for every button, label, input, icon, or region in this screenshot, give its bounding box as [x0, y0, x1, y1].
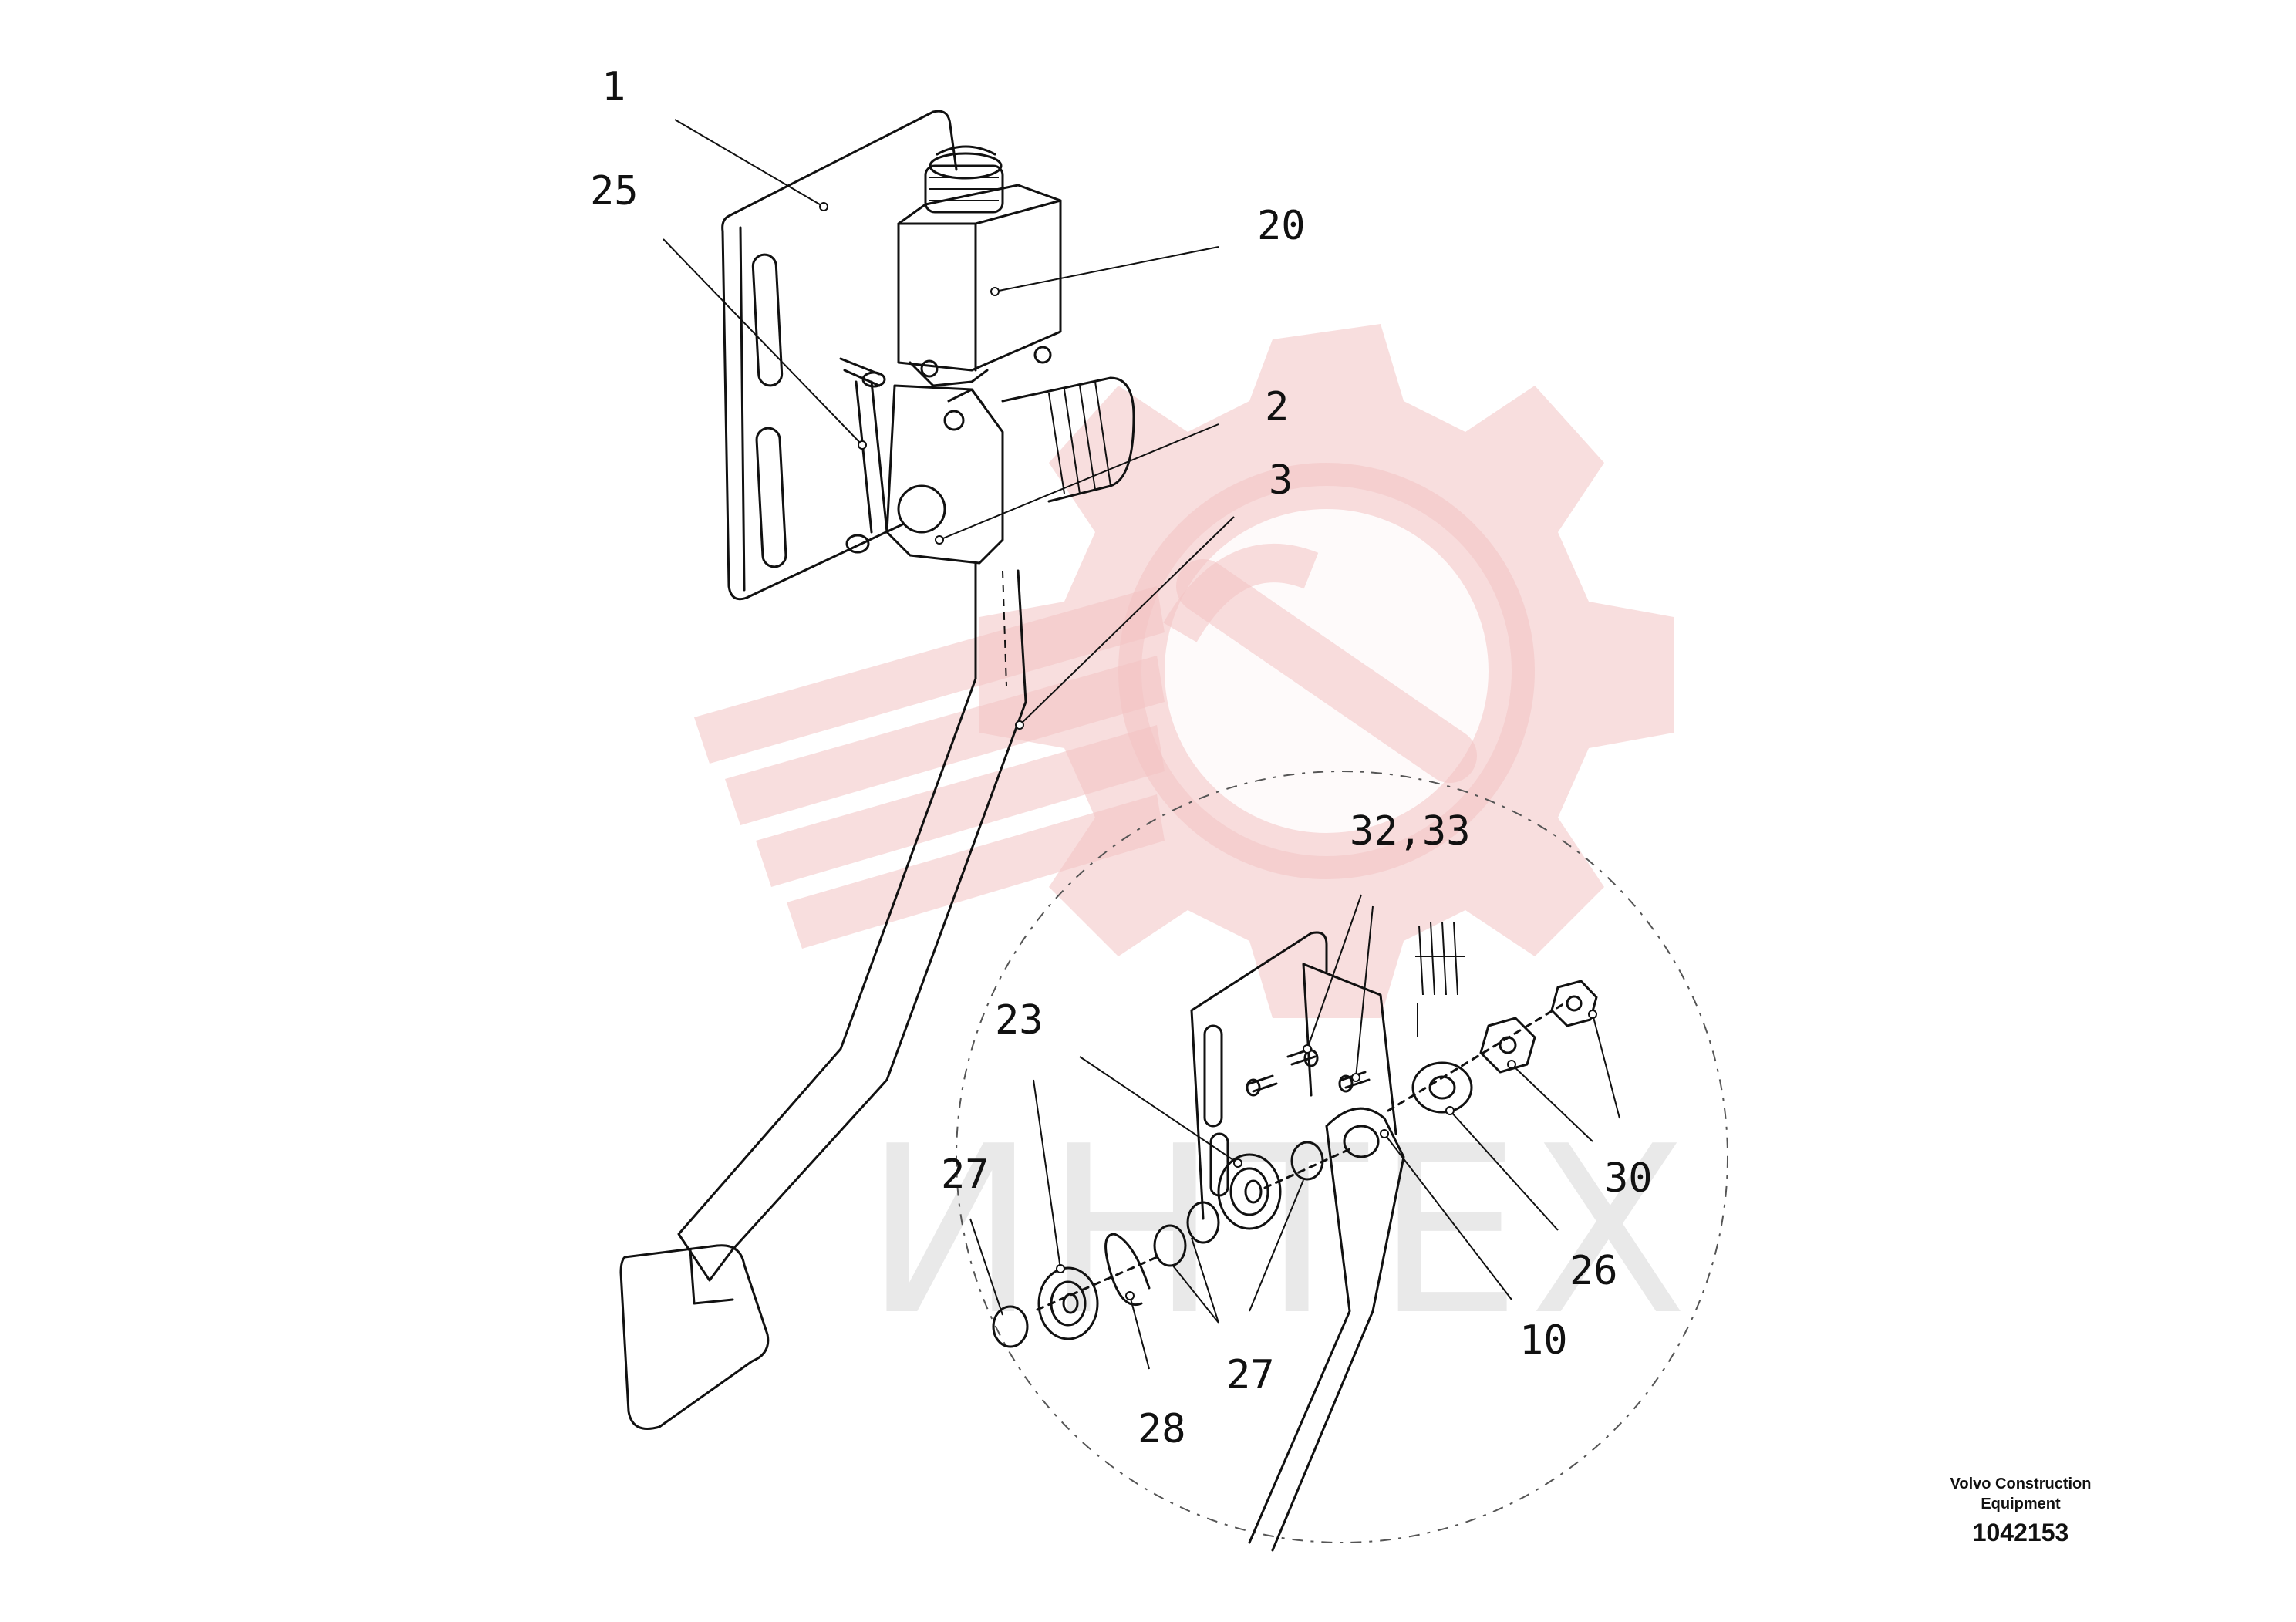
callout-28: 28 — [1138, 1406, 1186, 1452]
drawing-number: 1042153 — [1973, 1519, 2069, 1546]
brand-line-1: Volvo Construction — [1950, 1475, 2092, 1492]
leader-lines — [663, 119, 1620, 1370]
ring-27-left — [992, 1305, 1029, 1348]
brand-line-2: Equipment — [1981, 1496, 2061, 1512]
callout-27-bottom: 27 — [1226, 1352, 1275, 1398]
callout-2: 2 — [1265, 384, 1289, 430]
callout-23: 23 — [995, 997, 1043, 1044]
nut-30-a — [1479, 1017, 1536, 1074]
bearing-left — [1037, 1266, 1099, 1340]
bearing-23 — [1217, 1153, 1282, 1230]
nut-30-b — [1550, 980, 1598, 1027]
pedal-lever — [619, 561, 1027, 1430]
callout-labels: 1 25 20 2 3 32,33 23 27 27 28 30 26 10 — [590, 64, 1653, 1452]
watermark-text: ИНТЕХ — [864, 1097, 1695, 1366]
spring-stack — [1415, 921, 1465, 996]
axis-line-right — [1387, 1001, 1567, 1112]
callout-32-33: 32,33 — [1350, 808, 1471, 855]
callout-1: 1 — [602, 64, 625, 110]
callout-20: 20 — [1257, 203, 1306, 249]
brand-block: Volvo Construction Equipment 1042153 — [1950, 1475, 2092, 1546]
watermark-logo — [694, 324, 1674, 1018]
rod — [839, 357, 888, 554]
ring-27-b — [1186, 1201, 1220, 1244]
switch-unit — [897, 145, 1062, 387]
callout-25: 25 — [590, 168, 639, 214]
axis-line — [1036, 1148, 1351, 1311]
callout-27-left: 27 — [941, 1152, 990, 1198]
pivot-spring — [885, 376, 1135, 565]
circlip-28 — [1104, 1233, 1151, 1306]
callout-10: 10 — [1519, 1317, 1568, 1364]
ring-27-a — [1153, 1224, 1187, 1267]
detail-circle — [956, 771, 1728, 1543]
mounting-plate — [721, 110, 958, 601]
callout-3: 3 — [1269, 457, 1293, 504]
callout-26: 26 — [1569, 1248, 1618, 1294]
callout-30: 30 — [1604, 1155, 1653, 1202]
